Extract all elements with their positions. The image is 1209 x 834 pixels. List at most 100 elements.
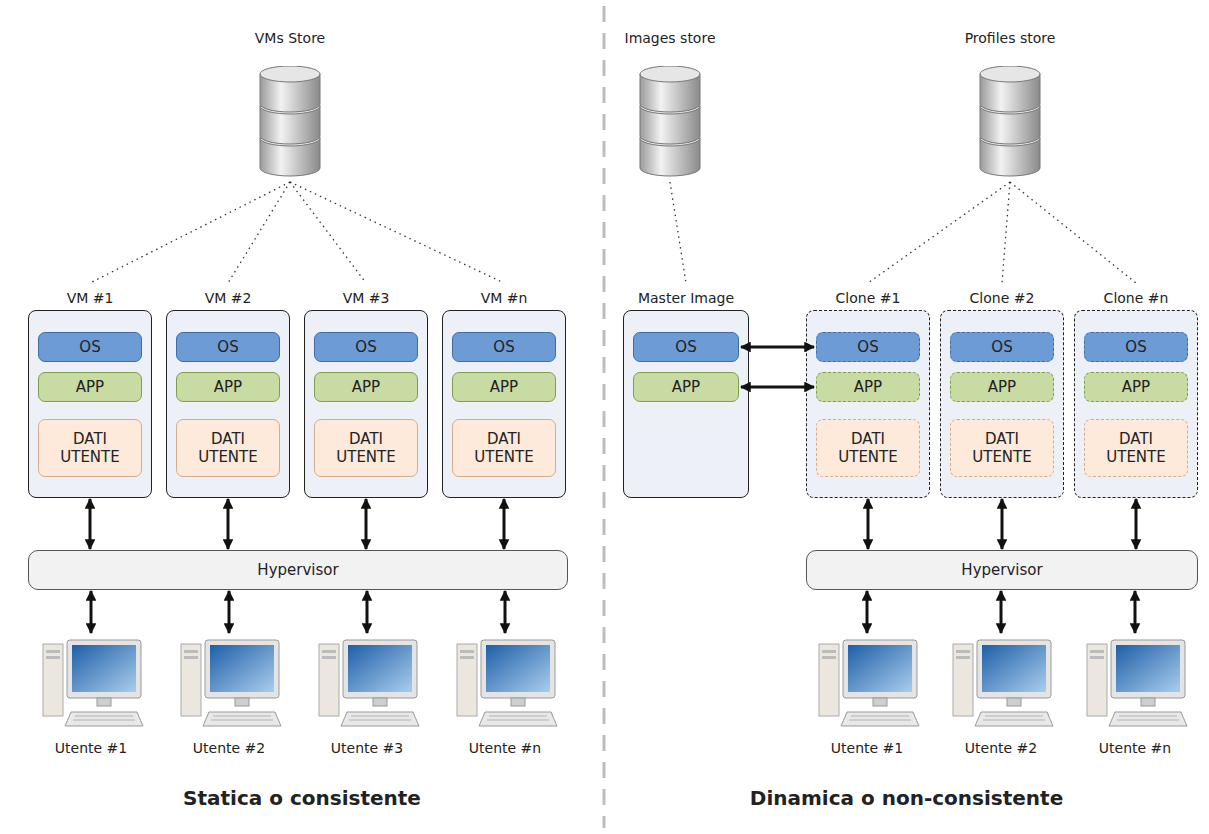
hypervisor-band: Hypervisor bbox=[806, 550, 1198, 590]
layer-label: OS bbox=[857, 338, 878, 356]
app-layer: APP bbox=[1084, 372, 1188, 402]
vm-heading: VM #n bbox=[442, 288, 566, 308]
os-layer: OS bbox=[1084, 332, 1188, 362]
double-arrow bbox=[89, 499, 92, 549]
layer-label: APP bbox=[988, 378, 1016, 396]
layer-label: APP bbox=[214, 378, 242, 396]
vm-heading: Clone #n bbox=[1074, 288, 1198, 308]
layer-label: OS bbox=[79, 338, 100, 356]
app-layer: APP bbox=[452, 372, 556, 402]
app-layer: APP bbox=[38, 372, 142, 402]
workstation-icon bbox=[941, 634, 1061, 738]
vm-frame: OS APP DATI UTENTE bbox=[304, 310, 428, 498]
computer-icon bbox=[807, 634, 927, 734]
clone-vm: Clone #n OS APP DATI UTENTE bbox=[1074, 288, 1198, 498]
user-data-layer: DATI UTENTE bbox=[452, 419, 556, 477]
band-label: Hypervisor bbox=[257, 561, 338, 579]
user-label: Utente #1 bbox=[807, 738, 927, 758]
vm-frame: OS APP DATI UTENTE bbox=[1074, 310, 1198, 498]
double-arrow bbox=[90, 591, 93, 633]
user-workstation: Utente #3 bbox=[307, 634, 427, 768]
os-layer: OS bbox=[950, 332, 1054, 362]
user-data-layer: DATI UTENTE bbox=[1084, 419, 1188, 477]
clone-vm: Clone #1OSAPPDATI UTENTE bbox=[806, 288, 930, 498]
layer-label: OS bbox=[493, 338, 514, 356]
computer-icon bbox=[1075, 634, 1195, 734]
user-workstation: Utente #2 bbox=[941, 634, 1061, 768]
user-workstation: Utente #1 bbox=[31, 634, 151, 768]
user-label: Utente #2 bbox=[941, 738, 1061, 758]
dotted-link bbox=[228, 182, 290, 283]
layer-label: APP bbox=[854, 378, 882, 396]
double-arrow bbox=[741, 386, 814, 389]
computer-icon bbox=[31, 634, 151, 734]
user-data-layer: DATI UTENTE bbox=[314, 419, 418, 477]
database-icon bbox=[978, 66, 1042, 178]
virtual-machine: VM #3 OS APP DATI UTENTE bbox=[304, 288, 428, 498]
os-layer: OS bbox=[452, 332, 556, 362]
store-label: Profiles store bbox=[950, 28, 1070, 48]
vm-heading: Clone #1 bbox=[806, 288, 930, 308]
hypervisor-band: Hypervisor bbox=[28, 550, 568, 590]
double-arrow bbox=[228, 591, 231, 633]
storage: Profiles store bbox=[950, 28, 1070, 180]
double-arrow bbox=[1001, 499, 1004, 549]
layer-label: APP bbox=[1122, 378, 1150, 396]
user-label: Utente #1 bbox=[31, 738, 151, 758]
vm-frame: OSAPPDATI UTENTE bbox=[806, 310, 930, 498]
layer-label: DATI UTENTE bbox=[960, 430, 1044, 466]
dotted-link bbox=[290, 182, 366, 283]
virtual-machine: VM #n OS APP DATI UTENTE bbox=[442, 288, 566, 498]
database-icon bbox=[638, 66, 702, 178]
layer-label: OS bbox=[217, 338, 238, 356]
double-arrow bbox=[227, 499, 230, 549]
workstation-icon bbox=[807, 634, 927, 738]
os-layer: OS bbox=[314, 332, 418, 362]
user-label: Utente #2 bbox=[169, 738, 289, 758]
double-arrow bbox=[504, 591, 507, 633]
computer-icon bbox=[941, 634, 1061, 734]
os-layer: OS bbox=[176, 332, 280, 362]
double-arrow bbox=[741, 346, 814, 349]
store-label: VMs Store bbox=[230, 28, 350, 48]
user-label: Utente #n bbox=[445, 738, 565, 758]
dotted-link bbox=[868, 182, 1010, 283]
layer-label: OS bbox=[355, 338, 376, 356]
user-workstation: Utente #2 bbox=[169, 634, 289, 768]
dotted-link bbox=[670, 182, 686, 283]
user-data-layer: DATI UTENTE bbox=[950, 419, 1054, 477]
double-arrow bbox=[503, 499, 506, 549]
workstation-icon bbox=[169, 634, 289, 738]
double-arrow bbox=[1135, 499, 1138, 549]
vm-heading: VM #1 bbox=[28, 288, 152, 308]
computer-icon bbox=[307, 634, 427, 734]
os-layer: OS bbox=[816, 332, 920, 362]
user-data-layer: DATI UTENTE bbox=[38, 419, 142, 477]
vm-heading: VM #3 bbox=[304, 288, 428, 308]
vm-frame: OSAPPDATI UTENTE bbox=[166, 310, 290, 498]
section-caption: Statica o consistente bbox=[0, 786, 604, 810]
layer-label: DATI UTENTE bbox=[462, 430, 546, 466]
app-layer: APP bbox=[950, 372, 1054, 402]
vm-heading: Clone #2 bbox=[940, 288, 1064, 308]
virtual-machine: Master ImageOS APP bbox=[623, 288, 749, 498]
layer-label: OS bbox=[675, 338, 696, 356]
store-label: Images store bbox=[610, 28, 730, 48]
workstation-icon bbox=[445, 634, 565, 738]
app-layer: APP bbox=[633, 372, 739, 402]
workstation-icon bbox=[31, 634, 151, 738]
double-arrow bbox=[867, 499, 870, 549]
storage: VMs Store bbox=[230, 28, 350, 180]
workstation-icon bbox=[307, 634, 427, 738]
dotted-link bbox=[1010, 182, 1136, 283]
dotted-link bbox=[1002, 182, 1010, 283]
user-workstation: Utente #n bbox=[1075, 634, 1195, 768]
vm-heading: Master Image bbox=[623, 288, 749, 308]
app-layer: APP bbox=[314, 372, 418, 402]
virtual-machine: VM #1 OS APP DATI UTENTE bbox=[28, 288, 152, 498]
double-arrow bbox=[866, 591, 869, 633]
section-caption: Dinamica o non-consistente bbox=[604, 786, 1209, 810]
layer-label: DATI UTENTE bbox=[48, 430, 132, 466]
